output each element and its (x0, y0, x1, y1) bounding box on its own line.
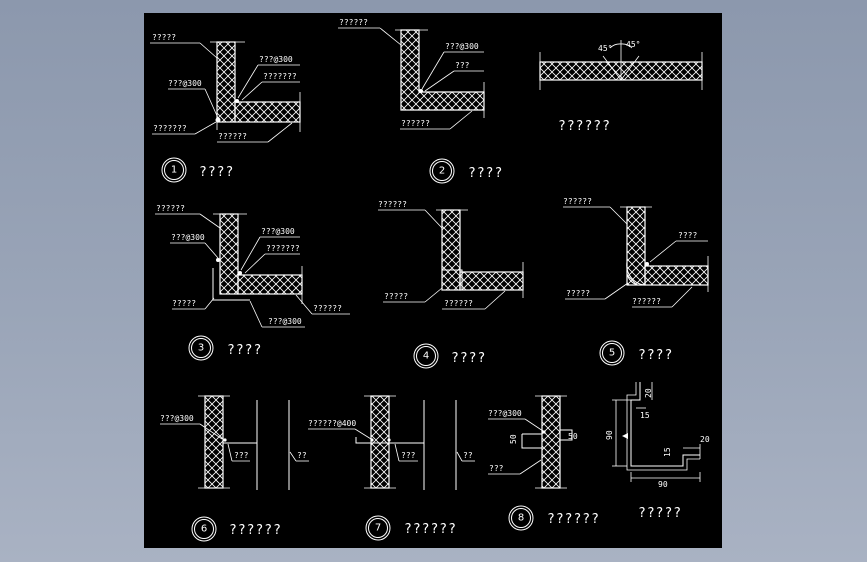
round-trim (626, 261, 646, 286)
label: ??? (234, 451, 249, 460)
label: ?? (297, 451, 307, 460)
wall-vertical (370, 395, 390, 489)
detail-number-badge (599, 340, 625, 366)
dimension: 50 (568, 432, 578, 441)
profile-outline (630, 382, 700, 467)
detail-title: ?????? (229, 523, 282, 538)
wall-vertical (441, 209, 461, 291)
detail-number-badge (365, 515, 391, 541)
label: ?????? (339, 18, 368, 27)
detail-title: ???? (638, 348, 673, 363)
detail-title: ?????? (404, 522, 457, 537)
label: ?????? (632, 297, 661, 306)
dimension: 90 (658, 480, 668, 489)
detail-title: ????? (638, 506, 682, 521)
dimension: 50 (509, 434, 518, 444)
detail-number-badge (161, 157, 187, 183)
detail-title: ???? (468, 166, 503, 181)
detail-title: ???? (199, 165, 234, 180)
label: ???@300 (168, 79, 202, 88)
wall-vertical (626, 206, 646, 286)
detail-number-badge (413, 343, 439, 369)
detail-number-badge (188, 335, 214, 361)
detail-5: ?????? ???? ????? ?????? 5 ???? (563, 197, 709, 366)
detail-title: ???? (451, 351, 486, 366)
detail-number-badge (191, 516, 217, 542)
label: ???@300 (259, 55, 293, 64)
detail-miter: 45° 45° ?????? (539, 40, 703, 134)
detail-number: 2 (439, 166, 445, 177)
detail-number-badge (508, 505, 534, 531)
wall-vertical (216, 41, 236, 123)
detail-7: ??????@400 ??? ?? 7 ?????? (308, 395, 475, 541)
label: ????? (152, 33, 176, 42)
detail-1: ????? ???@300 ???@300 ??????? ??????? ??… (150, 33, 301, 183)
wall-horizontal (459, 271, 524, 291)
wall-horizontal (644, 265, 709, 286)
label: ??? (455, 61, 470, 70)
dimension: 20 (644, 388, 653, 398)
label: ???@300 (261, 227, 295, 236)
label: ??????? (153, 124, 187, 133)
label: ???@300 (160, 414, 194, 423)
label: ?????? (218, 132, 247, 141)
wall-vertical (204, 395, 224, 489)
detail-number: 4 (423, 351, 429, 362)
detail-number: 5 (609, 348, 615, 359)
dimension: 15 (640, 411, 650, 420)
dimension: 15 (663, 447, 672, 457)
label: ?????? (378, 200, 407, 209)
wall-horizontal (237, 274, 303, 295)
detail-number: 7 (375, 523, 381, 534)
detail-title: ?????? (547, 512, 600, 527)
wall-vertical (219, 213, 239, 295)
label: ??? (489, 464, 504, 473)
label: ???@300 (445, 42, 479, 51)
label: ?????? (313, 304, 342, 313)
label: ??????@400 (308, 419, 356, 428)
angle-label: 45° (598, 44, 612, 53)
flashing (212, 268, 250, 301)
corner-angle (441, 269, 463, 291)
label: ?????? (444, 299, 473, 308)
label: ??? (401, 451, 416, 460)
detail-title: ?????? (558, 119, 611, 134)
detail-2: ?????? ???@300 ??? ?????? 2 ???? (338, 18, 503, 184)
label: ???@300 (488, 409, 522, 418)
detail-3: ?????? ???@300 ???@300 ??????? ????? ???… (155, 204, 350, 361)
detail-number: 3 (198, 343, 204, 354)
detail-6: ???@300 ??? ?? 6 ?????? (160, 395, 309, 542)
detail-number-badge (429, 158, 455, 184)
label: ???@300 (268, 317, 302, 326)
angle-label: 45° (626, 40, 640, 49)
label: ????? (566, 289, 590, 298)
wall-vertical (541, 395, 561, 489)
dimension: 90 (605, 430, 614, 440)
detail-8: ???@300 50 50 ??? 8 ?????? (488, 395, 600, 531)
label: ???@300 (171, 233, 205, 242)
detail-4: ?????? ????? ?????? 4 ???? (378, 200, 524, 369)
angle-trim (521, 433, 542, 449)
detail-number: 6 (201, 524, 207, 535)
detail-number: 8 (518, 513, 524, 524)
label: ????? (172, 299, 196, 308)
detail-number: 1 (171, 165, 177, 176)
label: ??????? (266, 244, 300, 253)
channel (222, 437, 258, 444)
dimension: 20 (700, 435, 710, 444)
label: ???? (678, 231, 697, 240)
channel (355, 437, 425, 444)
wall-horizontal (234, 101, 301, 123)
label: ?? (463, 451, 473, 460)
label: ?????? (563, 197, 592, 206)
label: ?????? (401, 119, 430, 128)
label: ????? (384, 292, 408, 301)
label: ?????? (156, 204, 185, 213)
label: ??????? (263, 72, 297, 81)
detail-title: ???? (227, 343, 262, 358)
detail-profile: 20 15 90 15 20 90 ????? (605, 382, 710, 521)
